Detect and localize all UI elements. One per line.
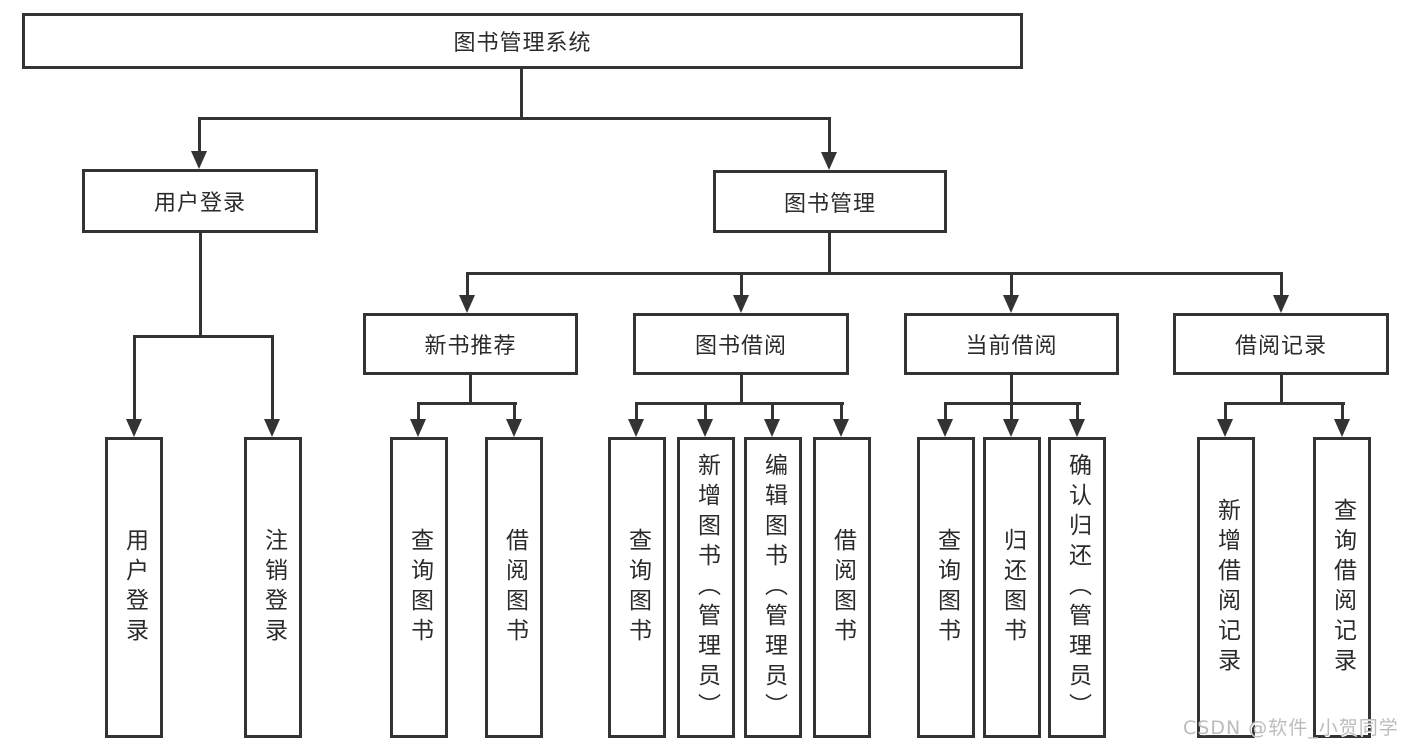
- connector-line: [944, 404, 947, 420]
- connector-line: [133, 335, 274, 338]
- node-label: 归还图书: [999, 527, 1026, 648]
- connector-line: [1341, 404, 1344, 420]
- connector-line: [199, 232, 202, 338]
- leaf-query-book-recommend: 查询图书: [390, 437, 448, 738]
- connector-line: [466, 274, 469, 296]
- connector-line: [771, 404, 774, 420]
- node-label: 注销登录: [260, 527, 287, 648]
- arrowhead-icon: [833, 419, 849, 437]
- node-label: 查询图书: [406, 527, 433, 648]
- arrowhead-icon: [1069, 419, 1085, 437]
- connector-line: [1280, 374, 1283, 404]
- node-borrow-record: 借阅记录: [1173, 313, 1389, 375]
- arrowhead-icon: [821, 152, 837, 170]
- node-book-borrow: 图书借阅: [633, 313, 849, 375]
- arrowhead-icon: [733, 295, 749, 313]
- arrowhead-icon: [1273, 295, 1289, 313]
- leaf-return-book: 归还图书: [983, 437, 1041, 738]
- connector-line: [469, 374, 472, 404]
- node-label: 查询图书: [624, 527, 651, 648]
- connector-line: [466, 272, 1283, 275]
- node-label: 图书管理: [783, 191, 876, 217]
- connector-line: [828, 232, 831, 274]
- arrowhead-icon: [264, 419, 280, 437]
- leaf-add-borrow-record: 新增借阅记录: [1197, 437, 1255, 738]
- connector-line: [1280, 274, 1283, 296]
- node-label: 用户登录: [121, 527, 148, 648]
- connector-line: [513, 404, 516, 420]
- leaf-query-book-current: 查询图书: [917, 437, 975, 738]
- leaf-borrow-book-recommend: 借阅图书: [485, 437, 543, 738]
- arrowhead-icon: [697, 419, 713, 437]
- node-label: 借阅记录: [1234, 334, 1327, 359]
- arrowhead-icon: [1003, 295, 1019, 313]
- arrowhead-icon: [126, 419, 142, 437]
- csdn-watermark: CSDN @软件_小贺同学: [1183, 717, 1399, 739]
- connector-line: [1010, 374, 1013, 404]
- leaf-query-book-borrow: 查询图书: [608, 437, 666, 738]
- connector-line: [417, 404, 420, 420]
- connector-line: [740, 274, 743, 296]
- node-label: 图书借阅: [694, 334, 787, 359]
- arrowhead-icon: [410, 419, 426, 437]
- connector-line: [635, 404, 638, 420]
- node-new-book-recommend: 新书推荐: [363, 313, 578, 375]
- node-label: 新增图书（管理员）: [693, 452, 720, 723]
- node-label: 新书推荐: [424, 334, 517, 359]
- connector-line: [133, 337, 136, 420]
- connector-line: [635, 402, 844, 405]
- arrowhead-icon: [937, 419, 953, 437]
- node-book-management: 图书管理: [713, 170, 947, 233]
- arrowhead-icon: [628, 419, 644, 437]
- connector-line: [1076, 404, 1079, 420]
- arrowhead-icon: [764, 419, 780, 437]
- arrowhead-icon: [506, 419, 522, 437]
- arrowhead-icon: [1217, 419, 1233, 437]
- connector-line: [740, 374, 743, 404]
- arrowhead-icon: [191, 151, 207, 169]
- connector-line: [944, 402, 1081, 405]
- leaf-add-book-admin: 新增图书（管理员）: [677, 437, 735, 738]
- connector-line: [198, 119, 201, 153]
- connector-line: [1224, 402, 1345, 405]
- node-label: 借阅图书: [829, 527, 856, 648]
- node-label: 图书管理系统: [453, 31, 592, 56]
- arrowhead-icon: [1003, 419, 1019, 437]
- leaf-user-login: 用户登录: [105, 437, 163, 738]
- node-label: 当前借阅: [965, 334, 1058, 359]
- leaf-borrow-book: 借阅图书: [813, 437, 871, 738]
- node-label: 确认归还（管理员）: [1064, 452, 1091, 723]
- connector-line: [704, 404, 707, 420]
- node-label: 用户登录: [153, 191, 246, 216]
- node-root: 图书管理系统: [22, 13, 1023, 69]
- connector-line: [1010, 404, 1013, 420]
- leaf-confirm-return-admin: 确认归还（管理员）: [1048, 437, 1106, 738]
- arrowhead-icon: [1334, 419, 1350, 437]
- connector-line: [417, 402, 517, 405]
- node-label: 查询图书: [933, 527, 960, 648]
- node-label: 编辑图书（管理员）: [760, 452, 787, 723]
- connector-line: [271, 337, 274, 420]
- node-label: 新增借阅记录: [1213, 497, 1240, 678]
- leaf-logout: 注销登录: [244, 437, 302, 738]
- connector-line: [1224, 404, 1227, 420]
- node-label: 借阅图书: [501, 527, 528, 648]
- leaf-edit-book-admin: 编辑图书（管理员）: [744, 437, 802, 738]
- connector-line: [198, 117, 831, 120]
- connector-line: [840, 404, 843, 420]
- node-user-login: 用户登录: [82, 169, 318, 233]
- node-current-borrow: 当前借阅: [904, 313, 1119, 375]
- node-label: 查询借阅记录: [1329, 497, 1356, 678]
- leaf-query-borrow-record: 查询借阅记录: [1313, 437, 1371, 738]
- connector-line: [828, 119, 831, 154]
- arrowhead-icon: [459, 295, 475, 313]
- connector-line: [520, 68, 523, 119]
- connector-line: [1010, 274, 1013, 296]
